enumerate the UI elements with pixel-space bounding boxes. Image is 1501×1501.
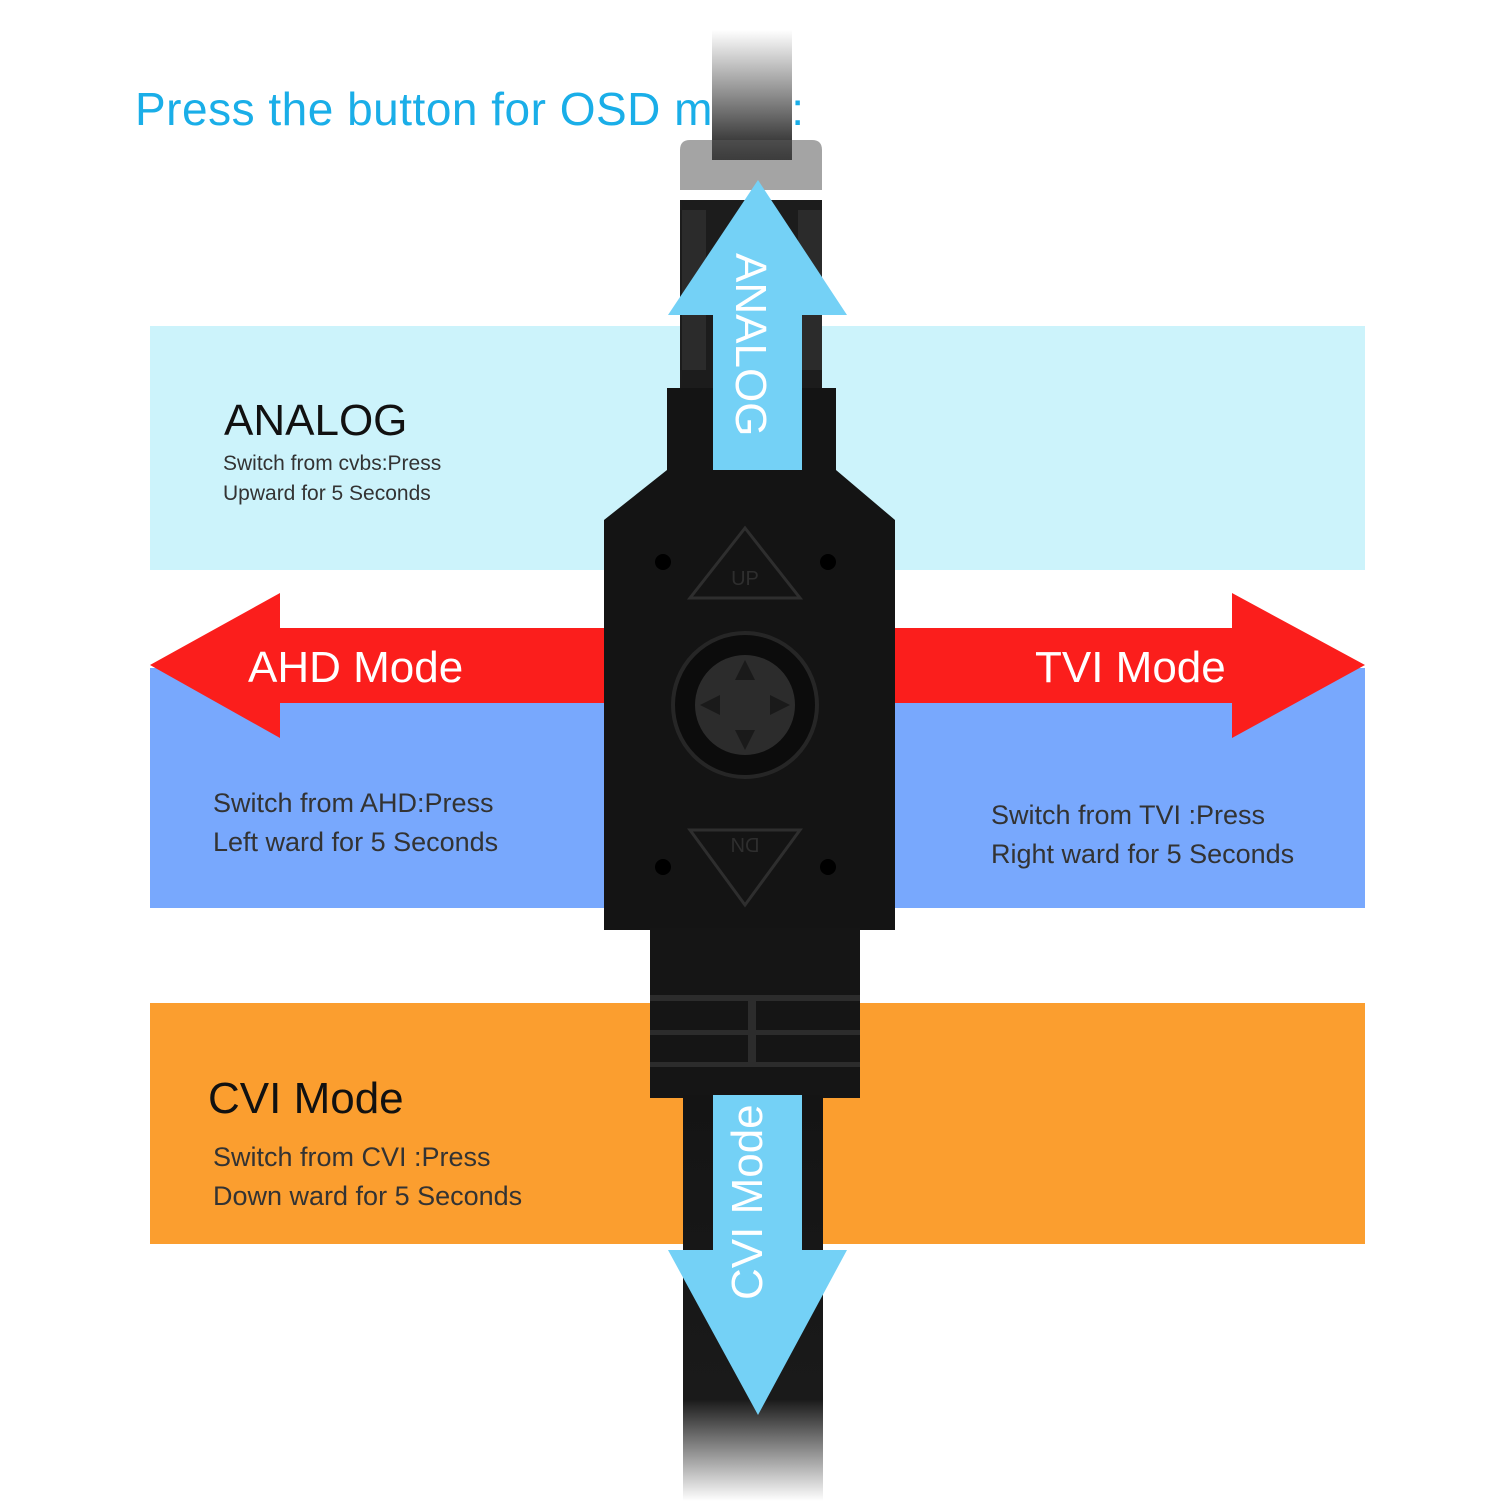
dn-label: DN [731,833,760,855]
cvi-desc-line1: Switch from CVI :Press [213,1142,491,1172]
top-cable [712,30,792,160]
cvi-title: CVI Mode [208,1074,404,1123]
dn-triangle [687,828,803,908]
tvi-desc-line2: Right ward for 5 Seconds [991,839,1295,870]
analog-arrow [668,180,847,470]
analog-title: ANALOG [224,396,408,445]
analog-desc-line1: Switch from cvbs:Press [223,452,442,475]
analog-desc-line2: Upward for 5 Seconds [223,482,431,506]
cvi-arrow [668,1095,847,1415]
analog-description: Switch from cvbs:Press Upward for 5 Seco… [223,449,441,510]
ahd-desc-line1: Switch from AHD:Press [213,788,494,818]
up-label: UP [731,568,759,590]
page-title: Press the button for OSD menu: [135,83,805,135]
tvi-arrow [890,593,1365,738]
tvi-arrow-label: TVI Mode [1035,643,1226,692]
analog-arrow-label: ANALOG [726,253,775,437]
ahd-description: Switch from AHD:Press Left ward for 5 Se… [213,784,498,862]
tvi-desc-line1: Switch from TVI :Press [991,800,1266,830]
cvi-desc-line2: Down ward for 5 Seconds [213,1181,523,1212]
cvi-arrow-label: CVI Mode [723,1104,772,1300]
cvi-description: Switch from CVI :Press Down ward for 5 S… [213,1138,522,1216]
ahd-arrow-label: AHD Mode [248,643,464,692]
ahd-desc-line2: Left ward for 5 Seconds [213,827,499,858]
joystick-button [695,655,795,755]
up-triangle [686,525,804,600]
tvi-description: Switch from TVI :Press Right ward for 5 … [991,796,1294,874]
ahd-arrow [150,593,610,738]
